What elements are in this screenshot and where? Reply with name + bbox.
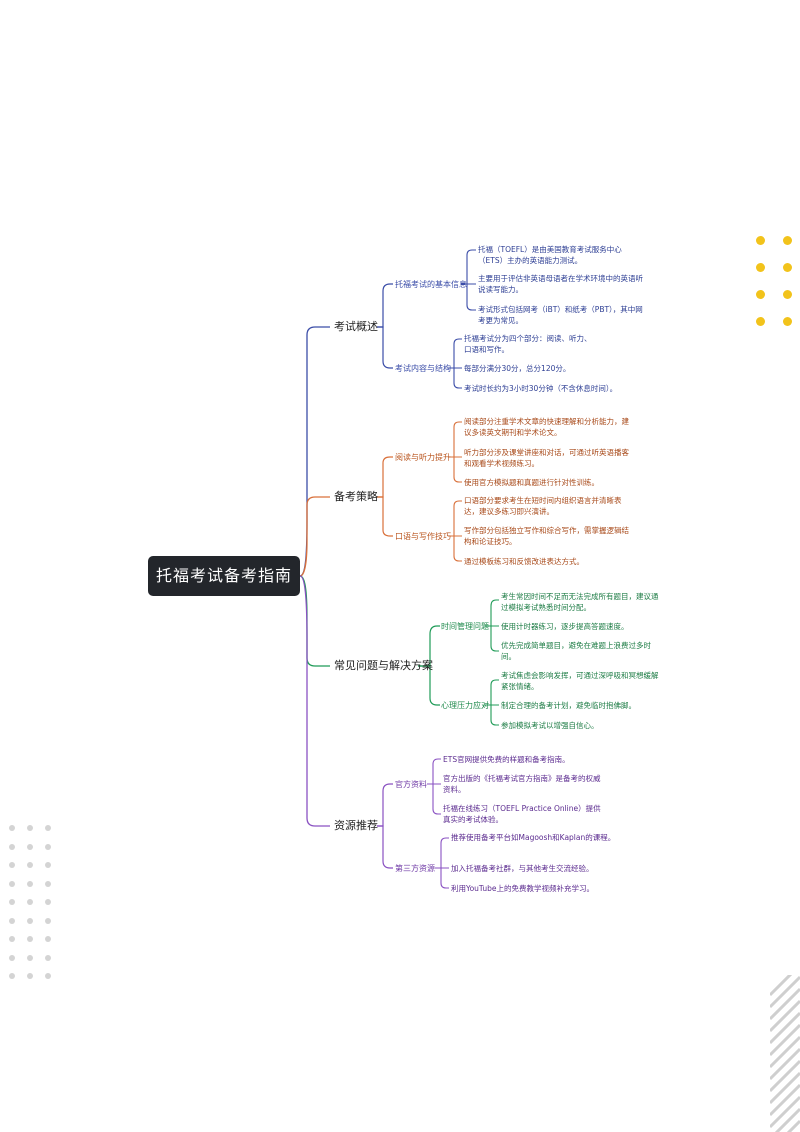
gray-dot xyxy=(45,973,51,979)
leaf-b0-s0-1: 主要用于评估非英语母语者在学术环境中的英语听说读写能力。 xyxy=(478,274,643,294)
leaf-b0-s1-1: 每部分满分30分，总分120分。 xyxy=(464,364,571,373)
leaf-b1-s0-1: 听力部分涉及课堂讲座和对话，可通过听英语播客和观看学术视频练习。 xyxy=(464,448,629,468)
gray-dot xyxy=(9,917,15,924)
connector-b2-s0-leaves xyxy=(484,599,499,652)
sub-time-management[interactable]: 时间管理问题 xyxy=(441,622,489,631)
gray-dot xyxy=(9,843,15,850)
leaf-b0-s0-2: 考试形式包括网考（iBT）和纸考（PBT），其中网考更为常见。 xyxy=(478,305,643,325)
gray-dot xyxy=(27,954,33,961)
connector-b2-s1-leaves xyxy=(484,679,499,726)
leaf-b2-s1-1: 制定合理的备考计划，避免临时抱佛脚。 xyxy=(501,701,636,710)
gray-dot xyxy=(45,917,51,924)
gray-dot xyxy=(45,825,51,831)
leaf-b3-s1-0: 推荐使用备考平台如Magoosh和Kaplan的课程。 xyxy=(451,833,616,842)
connector-b3-s1 xyxy=(377,825,393,869)
gray-dot xyxy=(45,954,51,961)
sub-third-party[interactable]: 第三方资源 xyxy=(395,864,435,873)
connector-b1-s0-leaves xyxy=(448,421,462,483)
root-node[interactable]: 托福考试备考指南 xyxy=(148,556,300,596)
leaf-b1-s0-2: 使用官方模拟题和真题进行针对性训练。 xyxy=(464,478,599,487)
gray-dot xyxy=(45,899,51,905)
gray-dot xyxy=(45,843,51,850)
connector-b2-s1 xyxy=(418,665,440,706)
stripe-decoration xyxy=(770,975,800,1132)
leaf-b0-s1-2: 考试时长约为3小时30分钟（不含休息时间）。 xyxy=(464,384,618,393)
leaf-b3-s0-2: 托福在线练习（TOEFL Practice Online）提供真实的考试体验。 xyxy=(443,804,601,824)
gray-dot xyxy=(27,825,33,831)
branch-faq-solutions[interactable]: 常见问题与解决方案 xyxy=(334,659,433,672)
gray-dot xyxy=(45,862,51,868)
gray-dot xyxy=(45,880,51,887)
branch-resources[interactable]: 资源推荐 xyxy=(334,819,378,832)
leaf-b3-s0-0: ETS官网提供免费的样题和备考指南。 xyxy=(443,755,570,764)
connector-b3-s0-leaves xyxy=(427,758,441,815)
connector-b1-s0 xyxy=(377,456,393,498)
connector-b3-s1-leaves xyxy=(435,837,449,889)
connector-b0-s0 xyxy=(377,283,393,328)
leaf-b3-s1-2: 利用YouTube上的免费教学视频补充学习。 xyxy=(451,884,594,893)
connector-root-b0 xyxy=(299,326,330,577)
gray-dot xyxy=(9,899,15,905)
gray-dot xyxy=(9,880,15,887)
gray-dot xyxy=(27,899,33,905)
sub-stress-coping[interactable]: 心理压力应对 xyxy=(441,701,489,710)
connector-b1-s1 xyxy=(377,496,393,537)
connector-root-b3 xyxy=(299,575,330,827)
connector-root-b1 xyxy=(299,496,330,577)
sub-basic-info[interactable]: 托福考试的基本信息 xyxy=(395,280,467,289)
branch-prep-strategy[interactable]: 备考策略 xyxy=(334,490,378,503)
leaf-b2-s1-0: 考试焦虑会影响发挥，可通过深呼吸和冥想缓解紧张情绪。 xyxy=(501,671,659,691)
sub-official-materials[interactable]: 官方资料 xyxy=(395,780,427,789)
leaf-b1-s1-2: 通过模板练习和反馈改进表达方式。 xyxy=(464,557,584,566)
connector-b3-s0 xyxy=(377,783,393,827)
connector-b0-s1 xyxy=(377,326,393,369)
sub-content-structure[interactable]: 考试内容与结构 xyxy=(395,364,451,373)
gray-dot xyxy=(27,862,33,868)
connector-b1-s1-leaves xyxy=(448,500,462,562)
gray-dot xyxy=(9,862,15,868)
leaf-b1-s1-0: 口语部分要求考生在短时间内组织语言并清晰表达，建议多练习即兴演讲。 xyxy=(464,496,622,516)
leaf-b2-s0-0: 考生常因时间不足而无法完成所有题目，建议通过模拟考试熟悉时间分配。 xyxy=(501,592,659,612)
leaf-b2-s0-1: 使用计时器练习，逐步提高答题速度。 xyxy=(501,622,629,631)
connector-b2-s0 xyxy=(418,625,440,667)
gray-dot xyxy=(27,880,33,887)
leaf-b2-s1-2: 参加模拟考试以增强自信心。 xyxy=(501,721,599,730)
leaf-b0-s1-0: 托福考试分为四个部分：阅读、听力、口语和写作。 xyxy=(464,334,592,354)
leaf-b1-s1-1: 写作部分包括独立写作和综合写作，需掌握逻辑结构和论证技巧。 xyxy=(464,526,629,546)
leaf-b3-s0-1: 官方出版的《托福考试官方指南》是备考的权威资料。 xyxy=(443,774,601,794)
gray-dot xyxy=(9,973,15,979)
gray-dot xyxy=(9,954,15,961)
gray-dot xyxy=(27,917,33,924)
leaf-b1-s0-0: 阅读部分注重学术文章的快速理解和分析能力，建议多读英文期刊和学术论文。 xyxy=(464,417,629,437)
leaf-b2-s0-2: 优先完成简单题目，避免在难题上浪费过多时间。 xyxy=(501,641,651,661)
gray-dot xyxy=(9,825,15,831)
branch-exam-overview[interactable]: 考试概述 xyxy=(334,320,378,333)
sub-reading-listening[interactable]: 阅读与听力提升 xyxy=(395,453,451,462)
leaf-b0-s0-0: 托福（TOEFL）是由美国教育考试服务中心（ETS）主办的英语能力测试。 xyxy=(478,245,622,265)
leaf-b3-s1-1: 加入托福备考社群，与其他考生交流经验。 xyxy=(451,864,594,873)
sub-speaking-writing[interactable]: 口语与写作技巧 xyxy=(395,532,451,541)
gray-dot xyxy=(27,973,33,979)
connector-b0-s0-leaves xyxy=(461,249,476,311)
connector-b0-s1-leaves xyxy=(448,338,462,389)
gray-dot xyxy=(27,843,33,850)
gray-dot xyxy=(27,936,33,942)
gray-dot xyxy=(45,936,51,942)
gray-dot xyxy=(9,936,15,942)
